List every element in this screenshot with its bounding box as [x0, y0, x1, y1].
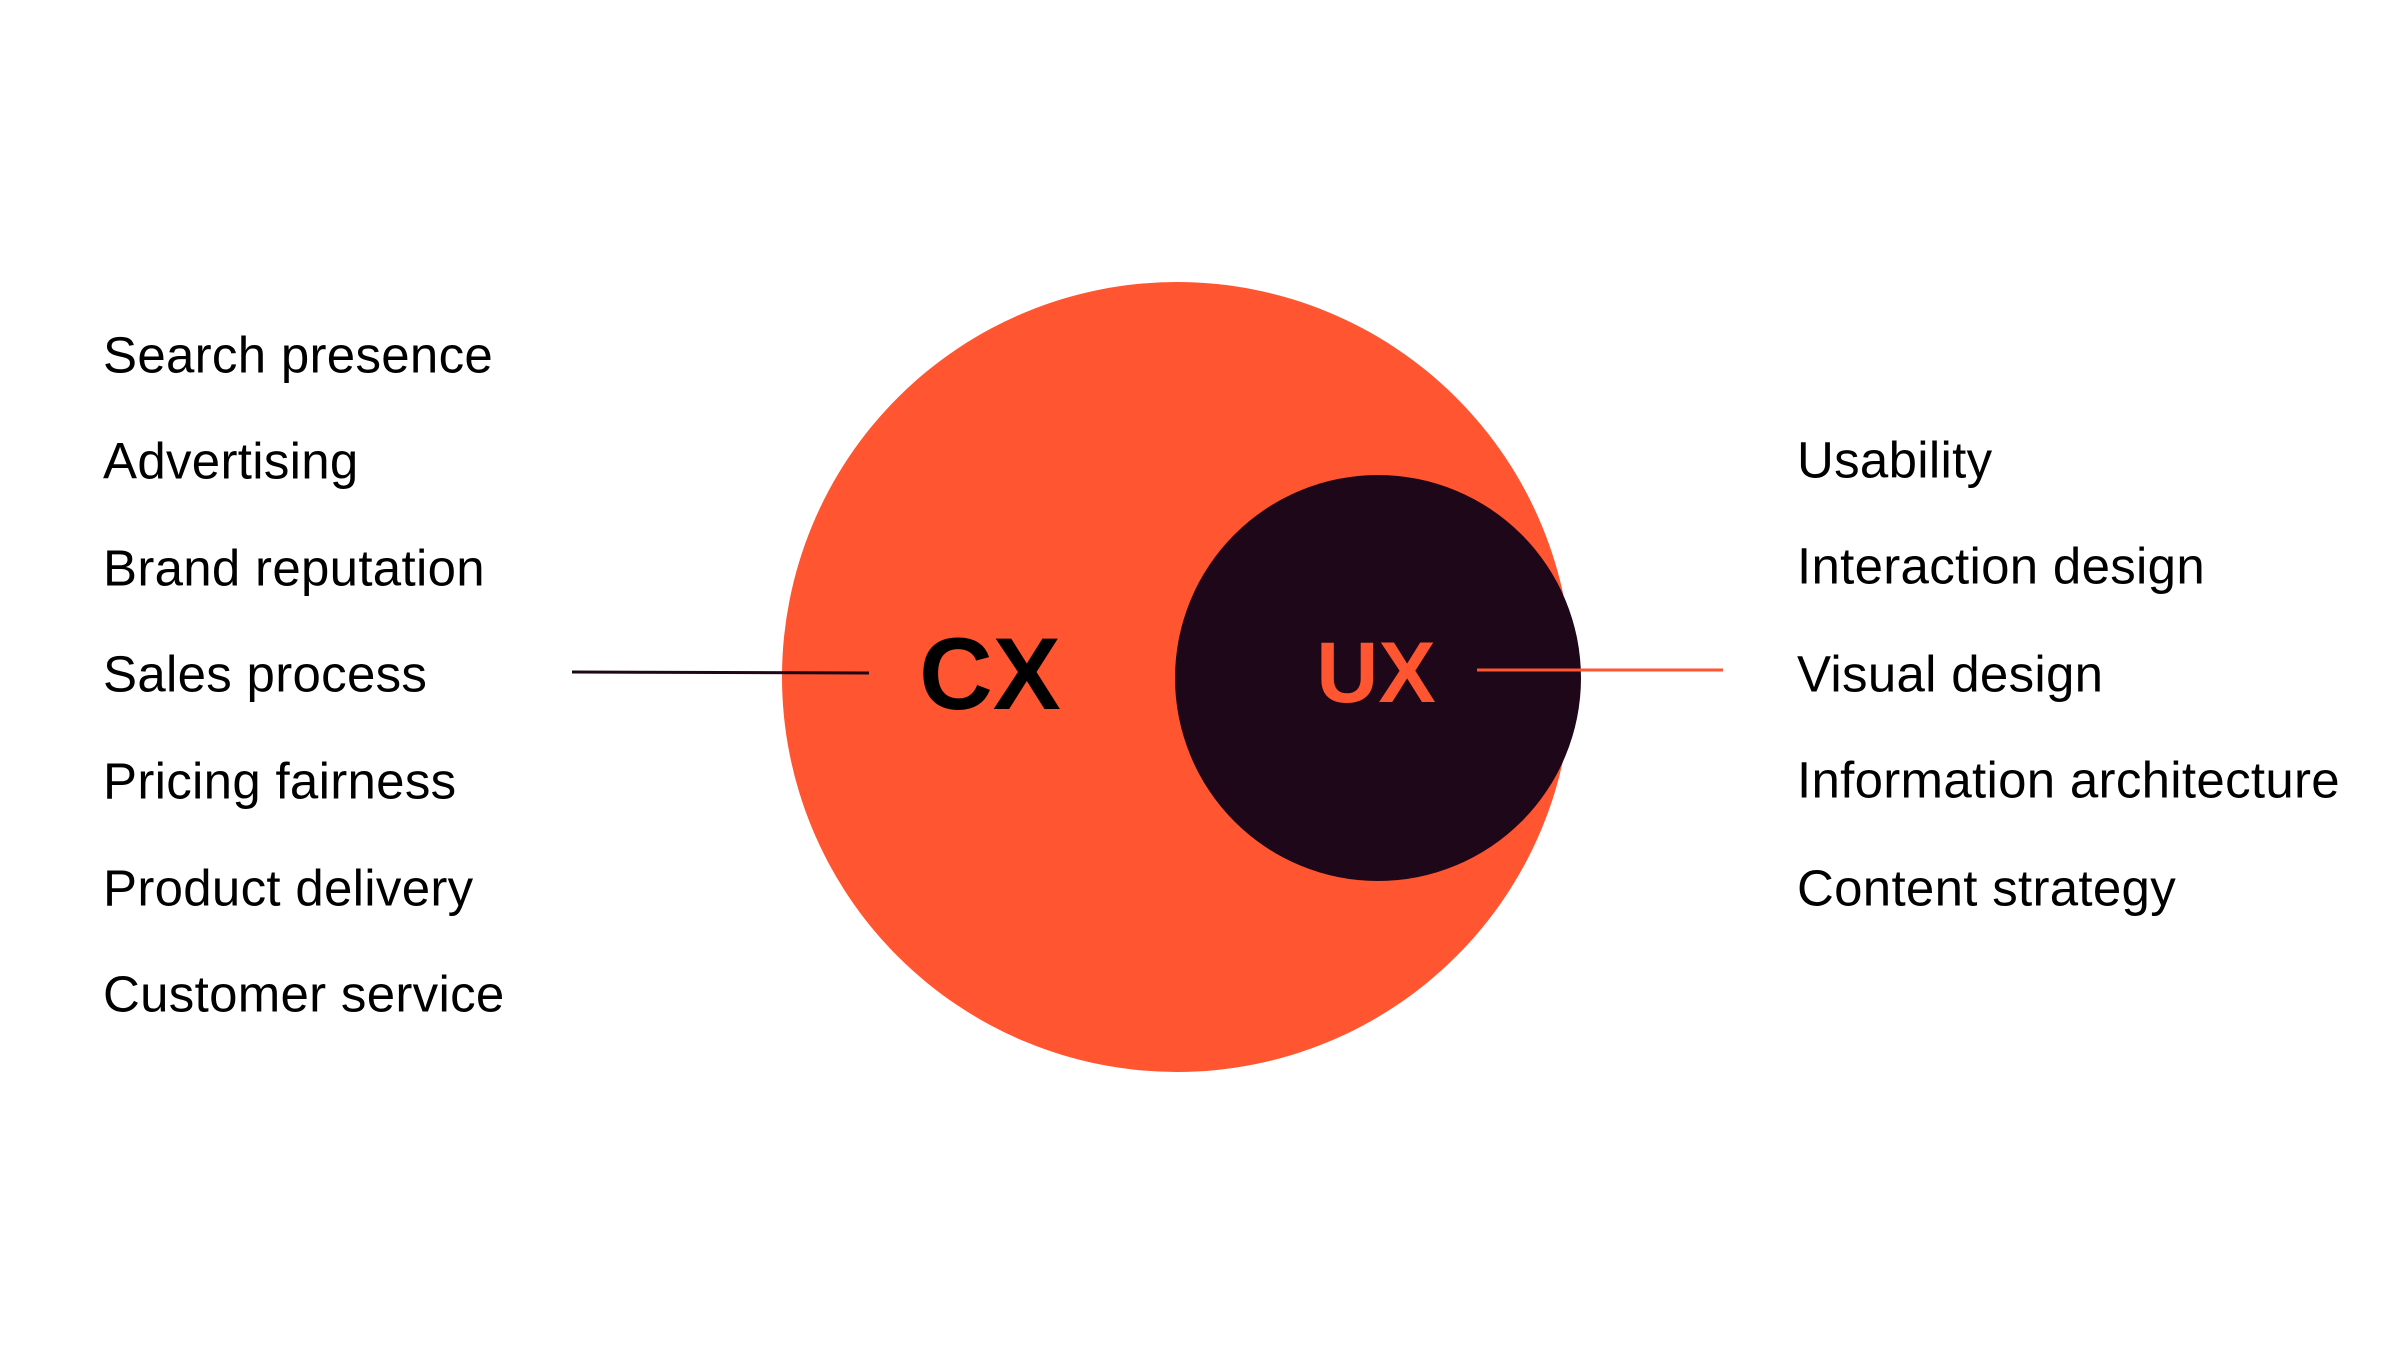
cx-item: Pricing fairness [103, 752, 457, 810]
cx-item: Brand reputation [103, 539, 485, 597]
cx-item: Customer service [103, 965, 505, 1023]
cx-item: Advertising [103, 432, 359, 490]
ux-item: Information architecture [1797, 751, 2340, 809]
cx-connector-line [571, 670, 870, 675]
cx-item: Product delivery [103, 859, 474, 917]
cx-label: CX [919, 617, 1061, 731]
cx-item: Search presence [103, 326, 494, 384]
ux-item: Interaction design [1797, 537, 2205, 595]
ux-label: UX [1316, 625, 1435, 721]
ux-item: Content strategy [1797, 859, 2177, 917]
cx-item: Sales process [103, 645, 428, 703]
ux-item: Usability [1797, 431, 1993, 489]
ux-item: Visual design [1797, 645, 2104, 703]
ux-circle [1175, 475, 1581, 881]
